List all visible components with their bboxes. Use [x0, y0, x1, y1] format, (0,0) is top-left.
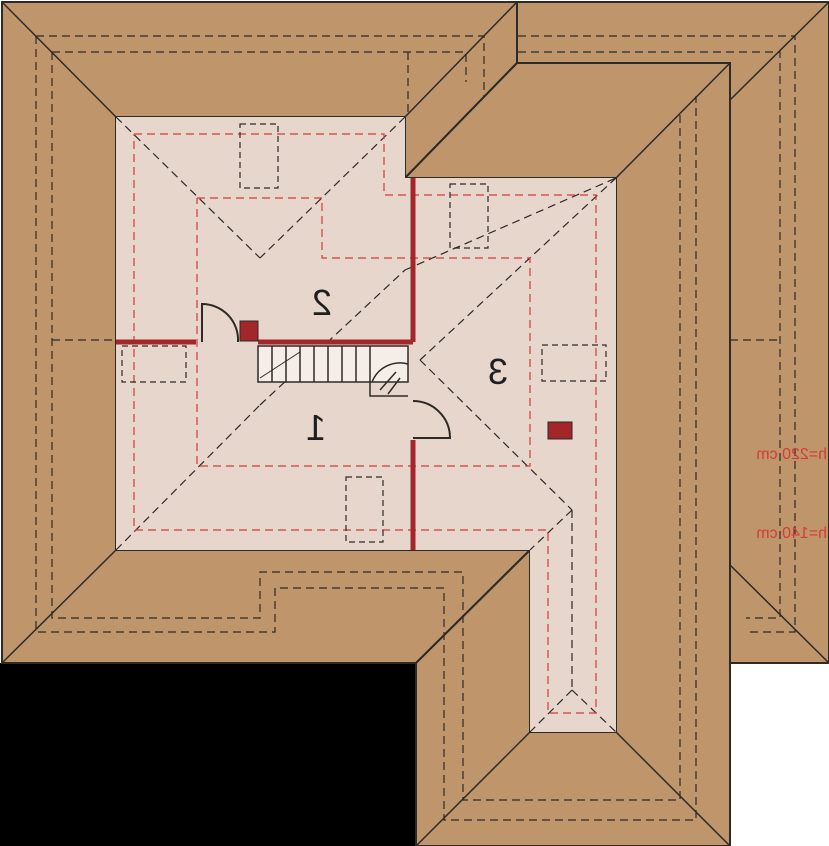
roof-window-top — [239, 123, 279, 189]
roof-window-right — [541, 344, 607, 382]
roof-windows — [121, 123, 607, 543]
height-label-140: h=140 cm — [756, 525, 827, 542]
chimney-right — [547, 421, 573, 440]
attic-floor — [116, 117, 616, 732]
roof-window-left — [121, 345, 187, 383]
ridge-lines — [115, 116, 617, 733]
room-number-2: 2 — [312, 282, 332, 323]
room-number-3: 3 — [488, 351, 508, 392]
height-limit-lines — [133, 133, 597, 714]
walls — [116, 178, 573, 550]
roof-window-top-right — [449, 183, 489, 249]
doors — [201, 302, 452, 439]
door-right-swing-icon — [412, 400, 452, 439]
staircase — [257, 345, 409, 397]
height-label-220: h=220 cm — [756, 446, 827, 463]
empty-area — [0, 663, 416, 846]
eave-outlines — [35, 35, 796, 821]
roof-window-bottom — [345, 476, 384, 543]
door-left-swing-icon — [201, 302, 240, 343]
chimney-left — [239, 320, 259, 342]
room-number-1: 1 — [306, 407, 326, 448]
